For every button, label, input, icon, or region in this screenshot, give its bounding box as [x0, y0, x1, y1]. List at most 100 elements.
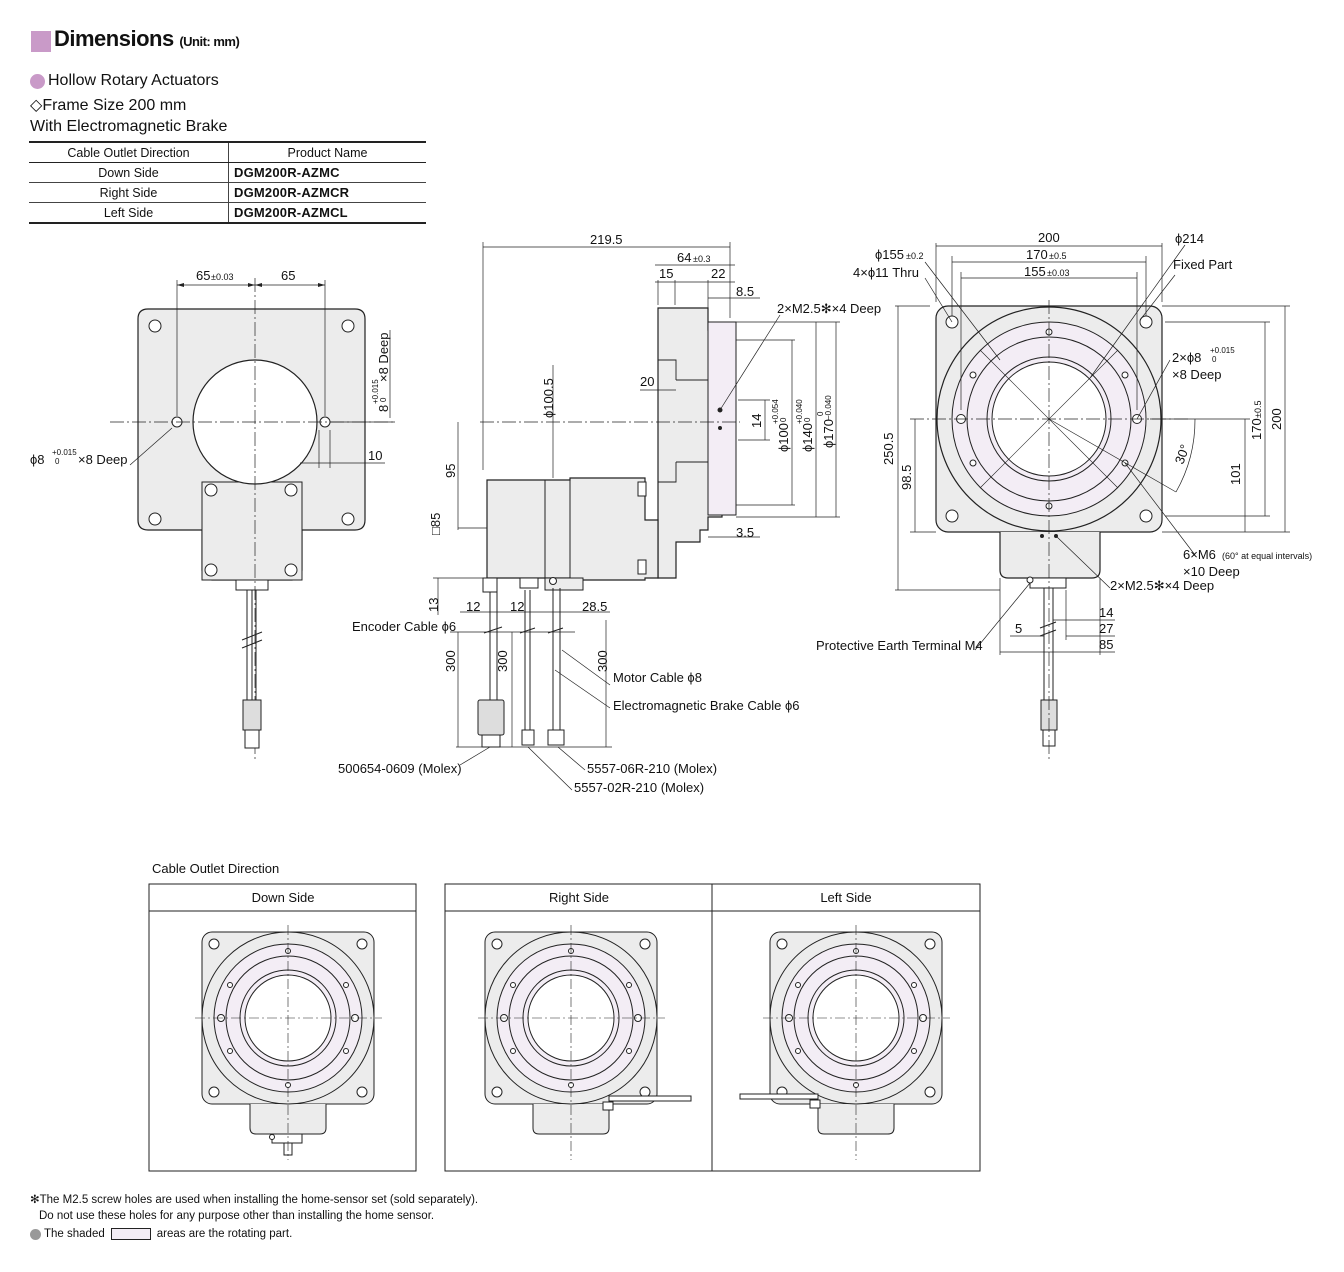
front-dim-14: 14	[1099, 605, 1113, 620]
front-m6: 6×M6	[1183, 547, 1216, 562]
panel-right-title: Right Side	[549, 890, 609, 905]
table-row: Down Side DGM200R-AZMC	[29, 162, 426, 183]
side-dim-64-tol: ±0.3	[693, 254, 710, 264]
frame-size: ◇Frame Size 200 mm	[30, 95, 186, 115]
side-dim-12b: 12	[510, 599, 524, 614]
side-dim-8-5: 8.5	[736, 284, 754, 299]
side-dim-20: 20	[640, 374, 654, 389]
table-header-row: Cable Outlet Direction Product Name	[29, 141, 426, 163]
panel-left-drawing	[739, 925, 950, 1160]
side-dim-total: 219.5	[590, 232, 623, 247]
side-screw-label: 2×M2.5✻×4 Deep	[777, 301, 881, 316]
side-phi170-tol-low: −0.040	[824, 395, 833, 420]
front-dim-85: 85	[1099, 637, 1113, 652]
front-dim-200v: 200	[1269, 408, 1284, 430]
title-marker-icon	[31, 31, 51, 52]
panel-left-title: Left Side	[820, 890, 871, 905]
rear-hole-right-tol-low: 0	[379, 397, 388, 402]
table-cell-direction: Right Side	[29, 182, 229, 203]
side-len-a: 300	[443, 650, 458, 672]
shaded-swatch-icon	[110, 1228, 151, 1240]
table-row: Left Side DGM200R-AZMCL	[29, 202, 426, 224]
front-earth-terminal: Protective Earth Terminal M4	[816, 638, 983, 653]
bullet-gray-dot-icon	[30, 1228, 41, 1240]
rear-hole-right-tol-up: +0.015	[371, 379, 380, 404]
variant-label: With Electromagnetic Brake	[30, 118, 228, 135]
rear-hole-left-tol-up: +0.015	[52, 448, 77, 457]
front-m25: 2×M2.5✻×4 Deep	[1110, 578, 1214, 593]
encoder-cable-label: Encoder Cable ϕ6	[352, 619, 456, 634]
bullet-dot-icon	[30, 73, 45, 89]
footnote-shaded-pre: The shaded	[44, 1228, 105, 1240]
footnote-shaded-post: areas are the rotating part.	[156, 1228, 293, 1240]
front-pin-tol-low: 0	[1212, 355, 1217, 364]
side-phi100-label: ϕ100 +0.054 0	[771, 399, 791, 452]
side-phi140-tol-up: +0.040	[795, 399, 804, 424]
side-phi140: ϕ140	[800, 423, 815, 452]
rear-hole-left: ϕ8	[30, 452, 45, 467]
diamond-icon: ◇	[30, 97, 43, 114]
table-header-direction: Cable Outlet Direction	[29, 141, 229, 163]
front-dim-101: 101	[1228, 463, 1243, 485]
encoder-connector-label: 500654-0609 (Molex)	[338, 761, 462, 776]
rear-hole-right-depth: ×8 Deep	[376, 332, 391, 382]
rear-hole-left-depth: ×8 Deep	[78, 452, 128, 467]
side-dim-100-5: ϕ100.5	[541, 378, 556, 418]
side-dim-28-5: 28.5	[582, 599, 607, 614]
table-header-product: Product Name	[228, 141, 426, 163]
front-dim-170v-tol: ±0.5	[1253, 401, 1263, 418]
side-phi140-tol-low: 0	[803, 417, 812, 422]
brake-cable-label: Electromagnetic Brake Cable ϕ6	[613, 698, 799, 713]
front-dim-170v: 170	[1249, 418, 1264, 440]
front-dim-200: 200	[1038, 230, 1060, 245]
side-dim-15: 15	[659, 266, 673, 281]
rear-hole-right: 8	[376, 405, 391, 412]
product-table: Cable Outlet Direction Product Name Down…	[29, 141, 426, 224]
rear-dim-65a: 65	[196, 268, 210, 283]
title-unit: (Unit: mm)	[179, 34, 240, 49]
side-phi100-tol-low: 0	[779, 417, 788, 422]
front-dim-155-tol: ±0.03	[1047, 268, 1069, 278]
table-cell-product: DGM200R-AZMC	[228, 162, 426, 183]
front-dim-170-tol: ±0.5	[1049, 251, 1066, 261]
panel-down-title: Down Side	[252, 890, 315, 905]
side-len-c: 300	[595, 650, 610, 672]
side-dim-22: 22	[711, 266, 725, 281]
side-dim-85: □85	[428, 513, 443, 535]
front-pin-holes: 2×ϕ8	[1172, 350, 1201, 365]
table-cell-direction: Left Side	[29, 202, 229, 224]
motor-cable-label: Motor Cable ϕ8	[613, 670, 702, 685]
rear-dim-65b: 65	[281, 268, 295, 283]
side-dim-14: 14	[749, 414, 764, 428]
side-dim-95: 95	[443, 464, 458, 478]
rear-hole-left-tol-low: 0	[55, 457, 60, 466]
front-dim-5: 5	[1015, 621, 1022, 636]
page-title: Dimensions (Unit: mm)	[54, 26, 240, 52]
side-view	[433, 242, 840, 791]
side-dim-3-5: 3.5	[736, 525, 754, 540]
rear-dim-65a-tol: ±0.03	[211, 272, 233, 282]
front-dim-27: 27	[1099, 621, 1113, 636]
front-dim-98-5: 98.5	[899, 465, 914, 490]
front-m6-depth: ×10 Deep	[1183, 564, 1240, 579]
front-dim-phi214: ϕ214	[1175, 231, 1204, 246]
side-phi100-tol-up: +0.054	[771, 399, 780, 424]
front-fixed-part: Fixed Part	[1173, 257, 1233, 272]
side-phi170-label: ϕ170 0 −0.040	[816, 395, 836, 448]
title-text: Dimensions	[54, 26, 174, 51]
table-cell-direction: Down Side	[29, 162, 229, 183]
side-dim-12a: 12	[466, 599, 480, 614]
footnote-1: ✻The M2.5 screw holes are used when inst…	[30, 1194, 479, 1206]
footnote-shaded: The shaded areas are the rotating part.	[30, 1228, 292, 1240]
brake-connector-label: 5557-02R-210 (Molex)	[574, 780, 704, 795]
side-phi170: ϕ170	[821, 419, 836, 448]
frame-size-text: Frame Size 200 mm	[42, 97, 187, 114]
front-holes-thru: 4×ϕ11 Thru	[853, 265, 919, 280]
footnote-2: Do not use these holes for any purpose o…	[39, 1210, 435, 1222]
rear-view	[110, 278, 395, 760]
front-dim-250-5: 250.5	[881, 432, 896, 465]
side-phi140-label: ϕ140 +0.040 0	[795, 399, 815, 452]
front-dim-phi155: ϕ155	[875, 247, 904, 262]
panel-right-drawing	[478, 925, 692, 1160]
